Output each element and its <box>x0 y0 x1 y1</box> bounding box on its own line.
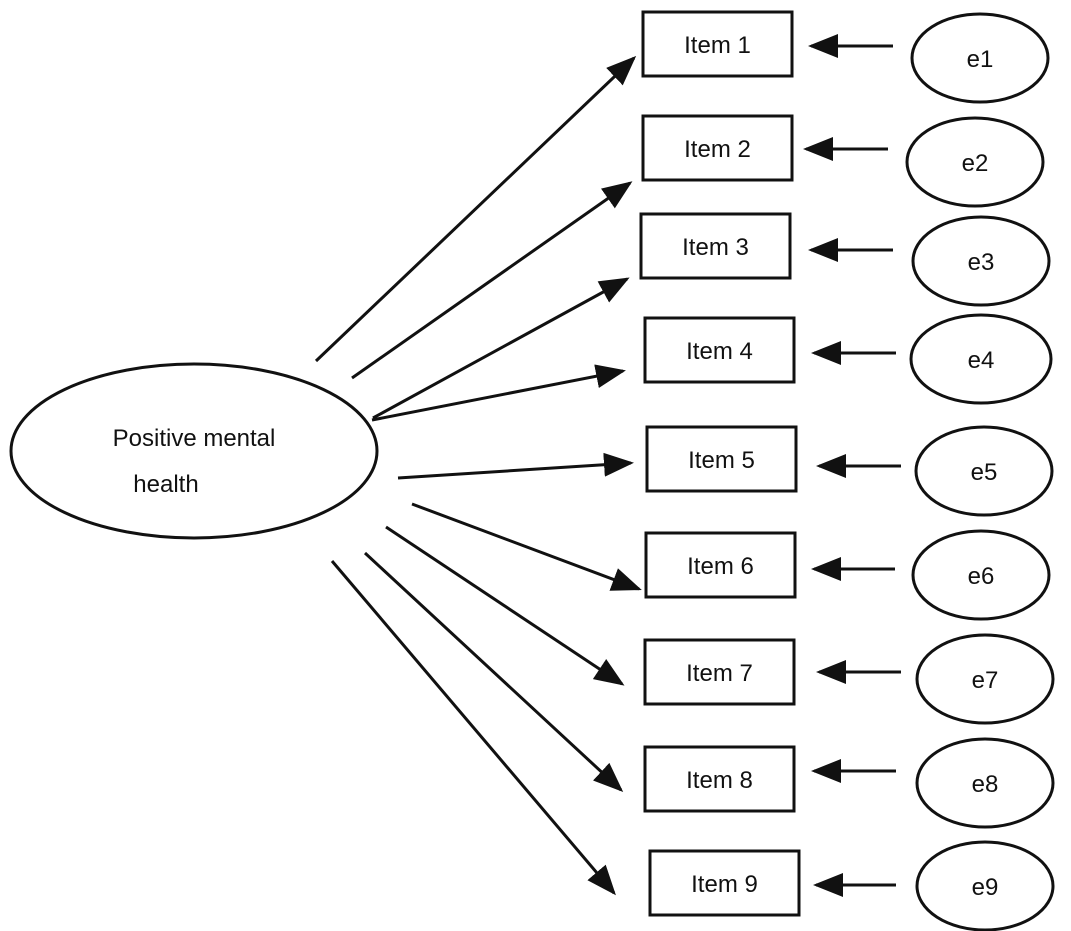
item-4-node[interactable]: Item 4 <box>643 316 796 384</box>
item-3-box <box>639 212 792 280</box>
item-4-label: Item 4 <box>686 338 753 365</box>
latent-factor[interactable]: Positive mental health <box>9 362 379 540</box>
item-9-node[interactable]: Item 9 <box>648 849 801 917</box>
item-5-box <box>645 425 798 493</box>
error-9-ellipse <box>915 840 1055 931</box>
error-terms: e1 e2 e3 e4 e5 e6 e7 e8 e9 <box>803 12 1055 931</box>
error-2-label: e2 <box>962 150 989 177</box>
item-1-node[interactable]: Item 1 <box>641 10 794 78</box>
item-7-label: Item 7 <box>686 660 753 687</box>
loading-arrow-item-6 <box>411 502 642 591</box>
item-6-box <box>644 531 797 599</box>
error-2-ellipse <box>905 116 1045 208</box>
error-2-node[interactable]: e2 <box>905 116 1045 208</box>
item-1-box <box>641 10 794 78</box>
loading-arrow-item-1 <box>314 55 637 363</box>
item-1-label: Item 1 <box>684 32 751 59</box>
error-8-label: e8 <box>972 771 999 798</box>
loading-arrow-item-9 <box>330 560 616 896</box>
error-5-label: e5 <box>971 459 998 486</box>
item-5-node[interactable]: Item 5 <box>645 425 798 493</box>
error-4-label: e4 <box>968 347 995 374</box>
indicator-items: Item 1 Item 2 Item 3 Item 4 Item 5 Item 6 Item… <box>639 10 801 917</box>
loading-arrow-item-3 <box>372 277 630 420</box>
error-1-node[interactable]: e1 <box>910 12 1050 104</box>
item-3-node[interactable]: Item 3 <box>639 212 792 280</box>
error-6-label: e6 <box>968 563 995 590</box>
latent-factor-label-line1: Positive mental <box>113 425 276 452</box>
loading-arrow-item-2 <box>351 181 633 380</box>
error-5-node[interactable]: e5 <box>914 425 1054 517</box>
item-2-label: Item 2 <box>684 136 751 163</box>
error-8-node[interactable]: e8 <box>915 737 1055 829</box>
item-8-label: Item 8 <box>686 767 753 794</box>
error-9-node[interactable]: e9 <box>915 840 1055 931</box>
factor-loadings <box>314 55 642 896</box>
error-1-ellipse <box>910 12 1050 104</box>
loading-arrow-item-7 <box>385 525 625 686</box>
error-6-ellipse <box>911 529 1051 621</box>
item-2-node[interactable]: Item 2 <box>641 114 794 182</box>
item-7-box <box>643 638 796 706</box>
error-3-label: e3 <box>968 249 995 276</box>
item-4-box <box>643 316 796 384</box>
item-6-label: Item 6 <box>687 553 754 580</box>
error-8-ellipse <box>915 737 1055 829</box>
error-7-label: e7 <box>972 667 999 694</box>
latent-factor-label-line2: health <box>133 471 198 498</box>
error-3-ellipse <box>911 215 1051 307</box>
item-9-label: Item 9 <box>691 871 758 898</box>
error-7-ellipse <box>915 633 1055 725</box>
error-7-node[interactable]: e7 <box>915 633 1055 725</box>
item-6-node[interactable]: Item 6 <box>644 531 797 599</box>
loading-arrow-item-5 <box>397 452 634 480</box>
item-8-box <box>643 745 796 813</box>
error-6-node[interactable]: e6 <box>911 529 1051 621</box>
item-5-label: Item 5 <box>688 447 755 474</box>
item-7-node[interactable]: Item 7 <box>643 638 796 706</box>
loading-arrow-item-8 <box>363 551 624 793</box>
item-2-box <box>641 114 794 182</box>
error-3-node[interactable]: e3 <box>911 215 1051 307</box>
item-8-node[interactable]: Item 8 <box>643 745 796 813</box>
error-4-ellipse <box>909 313 1053 405</box>
error-1-label: e1 <box>967 46 994 73</box>
loading-arrow-item-4 <box>371 364 626 422</box>
error-9-label: e9 <box>972 874 999 901</box>
error-5-ellipse <box>914 425 1054 517</box>
item-3-label: Item 3 <box>682 234 749 261</box>
item-9-box <box>648 849 801 917</box>
latent-factor-ellipse <box>9 362 379 540</box>
error-4-node[interactable]: e4 <box>909 313 1053 405</box>
